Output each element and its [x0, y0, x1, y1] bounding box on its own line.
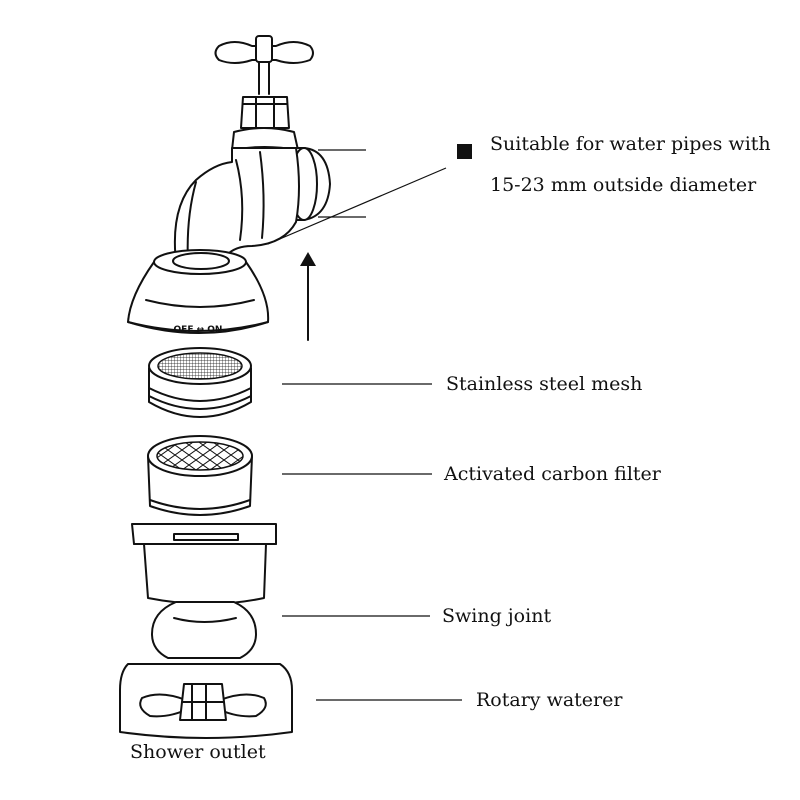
faucet: [173, 35, 447, 263]
ring-marking: OFF ↔ ON: [174, 325, 223, 335]
arrow-up-icon: [300, 252, 316, 266]
cone-adapter: OFF ↔ ON: [127, 249, 270, 335]
swing-joint-part: [151, 601, 257, 659]
faucet-collar: [231, 127, 299, 151]
faucet-spout: [173, 147, 300, 263]
propeller-icon: [139, 683, 267, 721]
bullet-square-icon: [457, 144, 472, 159]
label-shower-outlet: Shower outlet: [130, 741, 266, 763]
label-stainless-mesh: Stainless steel mesh: [446, 373, 642, 395]
swing-housing: [131, 523, 277, 605]
label-swing-joint: Swing joint: [442, 605, 551, 627]
mesh-screen: [157, 352, 243, 380]
pipe-spec-line2: 15-23 mm outside diameter: [490, 174, 757, 196]
carbon-screen: [156, 441, 244, 471]
pipe-note-leader: [267, 167, 447, 245]
rotary-waterer-part: [119, 663, 293, 739]
pipe-spec-line1: Suitable for water pipes with: [490, 133, 771, 155]
steel-mesh-part: [148, 347, 252, 418]
label-rotary-waterer: Rotary waterer: [476, 689, 623, 711]
assembly-arrow: [300, 252, 316, 341]
carbon-filter-part: [147, 435, 253, 516]
faucet-nut: [240, 96, 290, 129]
label-carbon-filter: Activated carbon filter: [443, 463, 662, 485]
faucet-handle: [214, 35, 314, 95]
